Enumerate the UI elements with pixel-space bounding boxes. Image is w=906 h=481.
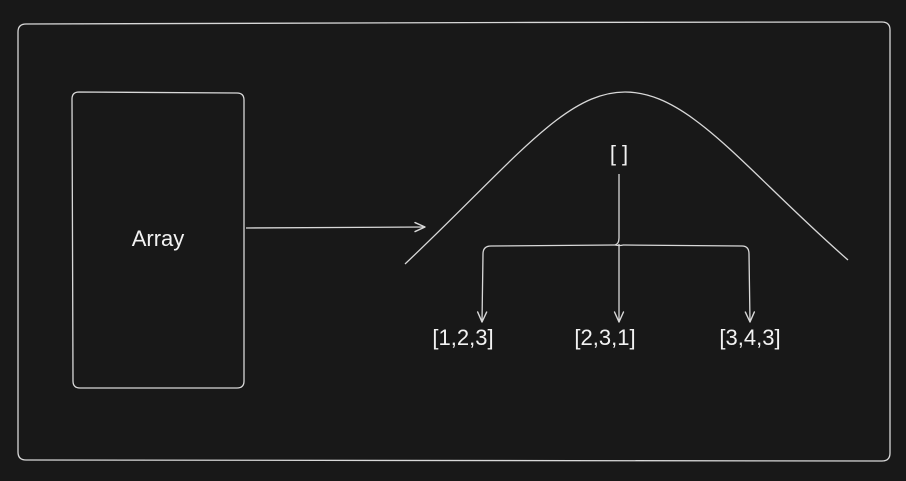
branch-connector — [476, 174, 756, 323]
outer-frame — [17, 21, 891, 462]
array-box — [71, 91, 245, 389]
array-to-tree-arrow — [245, 221, 426, 233]
child-node-3: [3,4,3] — [719, 325, 780, 350]
root-label: [ ] — [610, 141, 628, 166]
bell-curve — [404, 91, 849, 265]
child-node-2: [2,3,1] — [574, 325, 635, 350]
branch-left — [476, 244, 616, 323]
child-node-1: [1,2,3] — [432, 325, 493, 350]
branch-stem — [614, 174, 624, 247]
array-label: Array — [132, 226, 185, 251]
branch-right — [622, 244, 756, 323]
array-node: Array — [71, 91, 245, 389]
